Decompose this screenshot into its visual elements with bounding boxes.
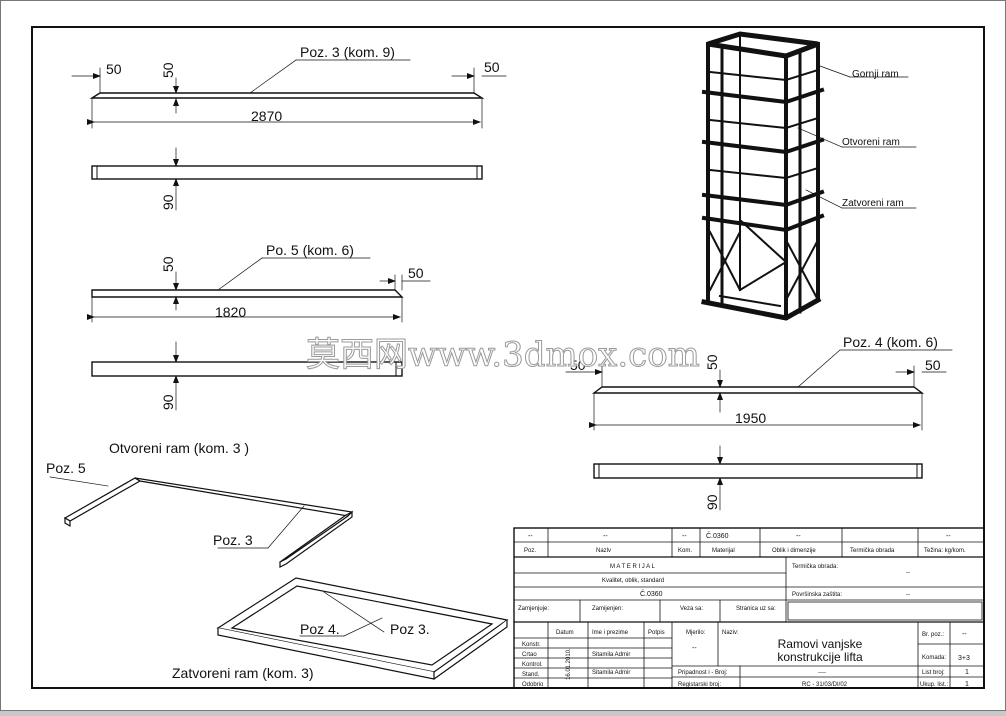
poz3-length: 2870 [251, 108, 282, 124]
tb-povrsinska-label: Površinska zaštita: [792, 592, 842, 598]
poz3-dim-left: 50 [106, 61, 122, 77]
tb-ime: Ime i prezime [592, 630, 629, 636]
tb-termicka-value: -- [906, 570, 910, 576]
lift-tower-iso [701, 31, 917, 321]
poz5-label: Po. 5 (kom. 6) [266, 242, 354, 258]
tb-row-kontrol: Kontrol. [522, 662, 543, 668]
tb-listbroj-label: List broj: [922, 670, 945, 676]
tb-row1-material: Č.0360 [706, 531, 729, 540]
tb-zamijenjen: Zamijenjen: [592, 606, 623, 612]
tb-row-konstr: Konstr. [522, 642, 541, 648]
tb-stranica: Stranica uz sa: [736, 606, 776, 612]
tb-header-termicka: Termička obrada [850, 548, 895, 554]
tb-povrsinska-value: -- [906, 592, 910, 598]
tb-header-oblik: Oblik i dimenzije [772, 548, 816, 554]
tb-header-naziv: Nazlv [596, 548, 611, 554]
poz4-label: Poz. 4 (kom. 6) [843, 334, 938, 350]
tb-header-poz: Poz. [524, 548, 536, 554]
poz4-length: 1950 [735, 410, 766, 426]
zatvoreni-poz3-label: Poz 3. [390, 621, 430, 637]
tb-row1-poz: -- [528, 533, 533, 540]
tb-potpis: Potpis [648, 630, 665, 636]
title-block [513, 527, 985, 689]
tb-komada-label: Komada: [922, 655, 946, 661]
poz3-width: 90 [160, 194, 176, 210]
tb-row1-naziv: -- [603, 533, 608, 540]
poz4-width: 90 [704, 494, 720, 510]
otvoreni-ram-iso [49, 476, 354, 568]
iso-label-gornji: Gornji ram [852, 69, 899, 80]
tb-veza: Veza sa: [680, 606, 703, 612]
tb-naziv-label: Naziv: [722, 630, 739, 636]
poz4-dim-left: 50 [570, 357, 586, 373]
tb-naziv-line1: Ramovi vanjske [778, 637, 863, 651]
tb-naziv-line2: konstrukcije lifta [777, 650, 863, 664]
tb-materijal-title: M A T E R I J A L [610, 564, 655, 570]
tb-row-stand: Stand. [522, 672, 540, 678]
poz3-dim-right: 50 [484, 59, 500, 75]
tb-pripadnost-label: Pripadnost i - Broj: [678, 670, 728, 676]
poz4-dim-right: 50 [925, 357, 941, 373]
tb-mjerilo-value: -- [692, 645, 697, 652]
tb-pripadnost-value: ---- [818, 670, 826, 676]
tb-datum: Datum [556, 630, 574, 636]
tb-row-odobrio: Odobrio [522, 682, 544, 688]
otvoreni-poz5-label: Poz. 5 [46, 460, 86, 476]
tb-mjerilo-label: Mjerilo: [686, 630, 706, 636]
poz4-dim-height: 50 [704, 354, 720, 370]
poz3-top-view [71, 59, 507, 129]
tb-header-tezina: Težina: kg/kom. [924, 548, 966, 554]
poz5-side-view [91, 341, 403, 411]
poz5-length: 1820 [215, 304, 246, 320]
tb-registarski-label: Registarski broj: [678, 682, 721, 688]
poz4-top-view [565, 349, 953, 431]
tb-stand-name: Sitamila Admir [592, 670, 630, 676]
tb-row1-kom: -- [682, 533, 687, 540]
tb-registarski-value: RC - 31/03/DI/02 [802, 682, 848, 688]
tb-ukupno-value: 1 [965, 681, 969, 688]
poz3-dim-height: 50 [160, 62, 176, 78]
tb-date-value: 16.01.2010. [566, 648, 572, 680]
tb-row-crtao: Crtao [522, 652, 537, 658]
drawing-frame [31, 26, 985, 689]
poz4-side-view [593, 445, 923, 511]
poz3-label: Poz. 3 (kom. 9) [300, 44, 395, 60]
tb-listbroj-value: 1 [965, 669, 969, 676]
tb-crtao-name: Sitamila Admir [592, 652, 630, 658]
tb-komada-value: 3+3 [958, 655, 970, 662]
zatvoreni-ram-iso [216, 577, 509, 680]
tb-header-materijal: Materijal [712, 548, 735, 554]
poz5-dim-height: 50 [160, 256, 176, 272]
otvoreni-ram-title: Otvoreni ram (kom. 3 ) [109, 440, 249, 456]
tb-material-value: Č.0360 [640, 589, 663, 598]
tb-ukupno-label: Ukup. list.: [920, 682, 948, 688]
poz5-top-view [87, 257, 431, 323]
poz5-dim-right: 50 [408, 265, 424, 281]
tb-termicka-label: Termička obrada: [792, 564, 838, 570]
poz5-width: 90 [160, 394, 176, 410]
otvoreni-poz3-label: Poz. 3 [213, 532, 253, 548]
tb-brpoz-label: Br. poz.: [922, 632, 944, 638]
tb-row1-oblik: -- [796, 533, 801, 540]
watermark-text: 莫西网www.3dmox.com [306, 335, 700, 375]
tb-zamjenjuje: Zamjenjuje: [518, 606, 549, 612]
tb-kvalitet: Kvalitet, oblik, standard [602, 578, 664, 584]
tb-header-kom: Kom. [678, 548, 692, 554]
poz3-side-view [91, 147, 483, 211]
zatvoreni-ram-title: Zatvoreni ram (kom. 3) [172, 665, 314, 681]
zatvoreni-poz4-label: Poz 4. [300, 621, 340, 637]
tb-row1-tezina: -- [946, 533, 951, 540]
iso-label-zatvoreni: Zatvoreni ram [842, 198, 904, 209]
iso-label-otvoreni: Otvoreni ram [842, 137, 900, 148]
tb-brpoz-value: -- [962, 631, 967, 638]
